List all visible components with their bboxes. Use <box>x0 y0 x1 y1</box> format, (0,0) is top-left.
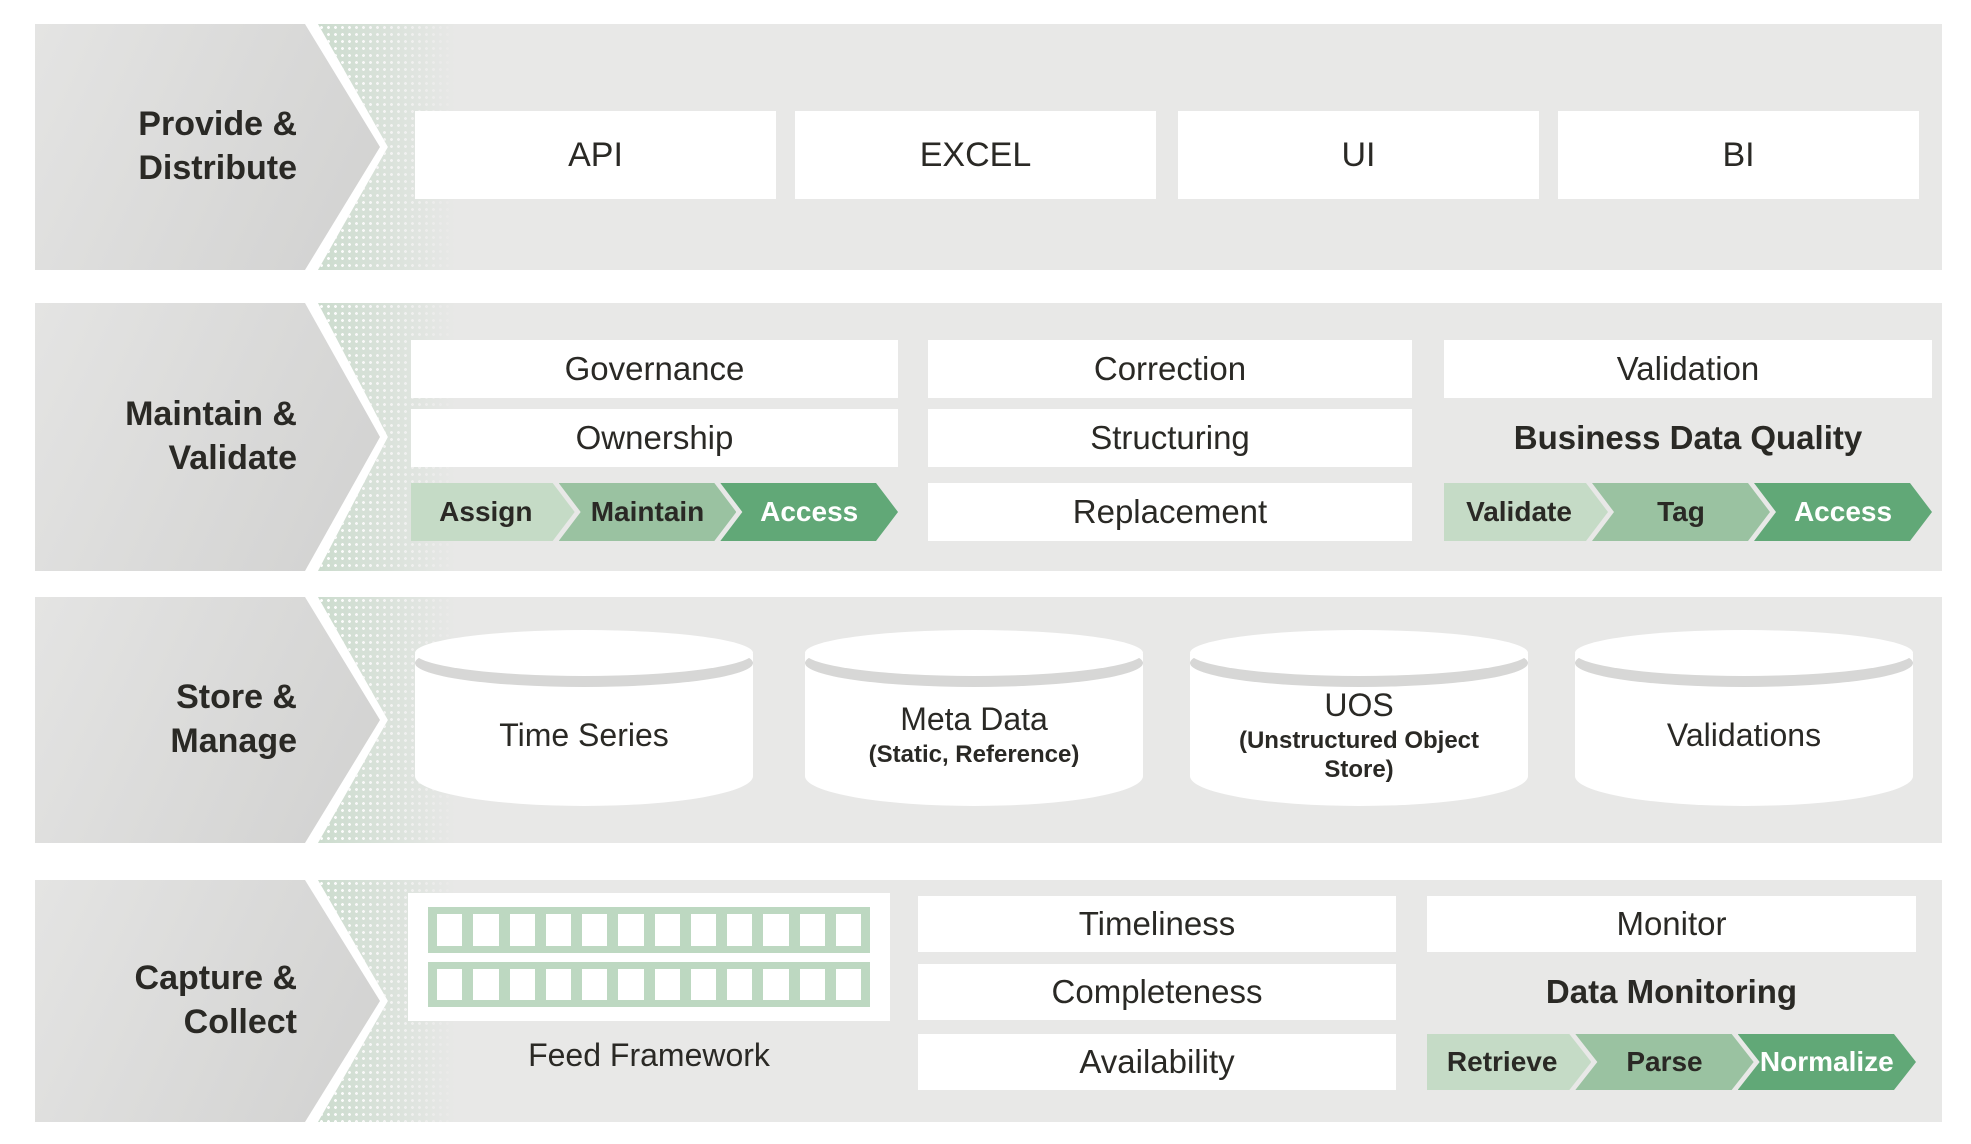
band-label-maintain-validate: Maintain & Validate <box>35 303 380 571</box>
feed-cell <box>727 914 753 946</box>
feed-cell <box>582 914 608 946</box>
chevron-normalize: Normalize <box>1738 1034 1916 1090</box>
box-replacement: Replacement <box>928 483 1412 541</box>
band-label-line: Provide & <box>138 105 297 144</box>
cylinder-uos: UOS (Unstructured Object Store) <box>1190 630 1528 806</box>
chevron-assign: Assign <box>411 483 575 541</box>
heading-data-monitoring: Data Monitoring <box>1545 973 1798 1010</box>
feed-cell <box>690 968 716 1000</box>
box-bi: BI <box>1558 111 1919 199</box>
cylinder-top-ellipse <box>805 630 1143 676</box>
cylinder-subtitle: (Static, Reference) <box>868 741 1080 769</box>
chevron-access: Access <box>720 483 898 541</box>
chevron-row-data-monitoring: Retrieve Parse Normalize <box>1427 1034 1916 1090</box>
chevron-tag: Tag <box>1592 483 1770 541</box>
cylinder-title: UOS <box>1324 686 1394 723</box>
feed-cell <box>763 968 789 1000</box>
feed-cell <box>727 968 753 1000</box>
cylinder-validations: Validations <box>1575 630 1913 806</box>
band-content-store-manage: Time Series Meta Data (Static, Reference… <box>318 597 1942 843</box>
band-label-capture-collect: Capture & Collect <box>35 880 380 1122</box>
cylinder-title: Meta Data <box>900 701 1048 737</box>
cylinder-top-ellipse <box>1190 630 1528 676</box>
feed-cell <box>618 914 644 946</box>
chevron-validate: Validate <box>1444 483 1608 541</box>
heading-business-data-quality: Business Data Quality <box>1513 419 1863 456</box>
box-excel: EXCEL <box>795 111 1156 199</box>
box-governance: Governance <box>411 340 898 398</box>
chevron-parse: Parse <box>1575 1034 1753 1090</box>
feed-cell <box>545 968 571 1000</box>
box-completeness: Completeness <box>918 964 1396 1020</box>
band-label-line: Manage <box>170 722 297 760</box>
chevron-retrieve: Retrieve <box>1427 1034 1591 1090</box>
feed-cell <box>473 968 499 1000</box>
box-structuring: Structuring <box>928 409 1412 467</box>
box-correction: Correction <box>928 340 1412 398</box>
band-label-provide-distribute: Provide & Distribute <box>35 24 380 270</box>
band-capture-collect: Capture & Collect Feed Framework Timelin… <box>0 880 1971 1122</box>
feed-cell <box>473 914 499 946</box>
band-label-line: Store & <box>176 678 297 717</box>
box-ownership: Ownership <box>411 409 898 467</box>
chevron-access: Access <box>1754 483 1932 541</box>
box-availability: Availability <box>918 1034 1396 1090</box>
feed-cell <box>545 914 571 946</box>
cylinder-subtitle: (Unstructured Object Store) <box>1238 726 1480 783</box>
cylinder-title: Time Series <box>499 717 669 754</box>
band-label-line: Validate <box>168 439 297 477</box>
feed-strip <box>428 961 870 1007</box>
chevron-row-ownership: Assign Maintain Access <box>411 483 898 541</box>
feed-cell <box>835 968 861 1000</box>
box-validation: Validation <box>1444 340 1932 398</box>
cylinder-title: Validations <box>1666 717 1822 754</box>
band-label-store-manage: Store & Manage <box>35 597 380 843</box>
band-store-manage: Store & Manage Time Series Meta Data (St… <box>0 597 1971 843</box>
band-label-line: Maintain & <box>125 395 297 434</box>
feed-cell <box>437 968 463 1000</box>
band-label-line: Collect <box>183 1003 297 1041</box>
feed-cell <box>690 914 716 946</box>
band-label-line: Distribute <box>138 149 297 187</box>
band-content-capture-collect: Feed Framework Timeliness Completeness A… <box>318 880 1942 1122</box>
band-label-line: Capture & <box>134 959 297 998</box>
box-monitor: Monitor <box>1427 896 1916 952</box>
cylinder-top-ellipse <box>1575 630 1913 676</box>
band-content-maintain-validate: Governance Ownership Assign Maintain Acc… <box>318 303 1942 571</box>
feed-cell <box>437 914 463 946</box>
feed-cell <box>509 914 535 946</box>
box-ui: UI <box>1178 111 1539 199</box>
feed-cell <box>799 914 825 946</box>
cylinder-top-ellipse <box>415 630 753 676</box>
feed-cell <box>654 968 680 1000</box>
band-content-provide-distribute: API EXCEL UI BI <box>318 24 1942 270</box>
feed-framework-box <box>408 893 890 1021</box>
feed-cell <box>835 914 861 946</box>
feed-cell <box>618 968 644 1000</box>
band-maintain-validate: Maintain & Validate Governance Ownership… <box>0 303 1971 571</box>
feed-strip <box>428 907 870 953</box>
box-api: API <box>415 111 776 199</box>
feed-framework-label: Feed Framework <box>528 1036 770 1073</box>
chevron-row-business-data-quality: Validate Tag Access <box>1444 483 1932 541</box>
feed-cell <box>799 968 825 1000</box>
feed-cell <box>763 914 789 946</box>
feed-cell <box>582 968 608 1000</box>
cylinder-time-series: Time Series <box>415 630 753 806</box>
feed-cell <box>654 914 680 946</box>
feed-cell <box>509 968 535 1000</box>
chevron-maintain: Maintain <box>559 483 737 541</box>
cylinder-meta-data: Meta Data (Static, Reference) <box>805 630 1143 806</box>
box-timeliness: Timeliness <box>918 896 1396 952</box>
band-provide-distribute: Provide & Distribute API EXCEL UI BI <box>0 24 1971 270</box>
